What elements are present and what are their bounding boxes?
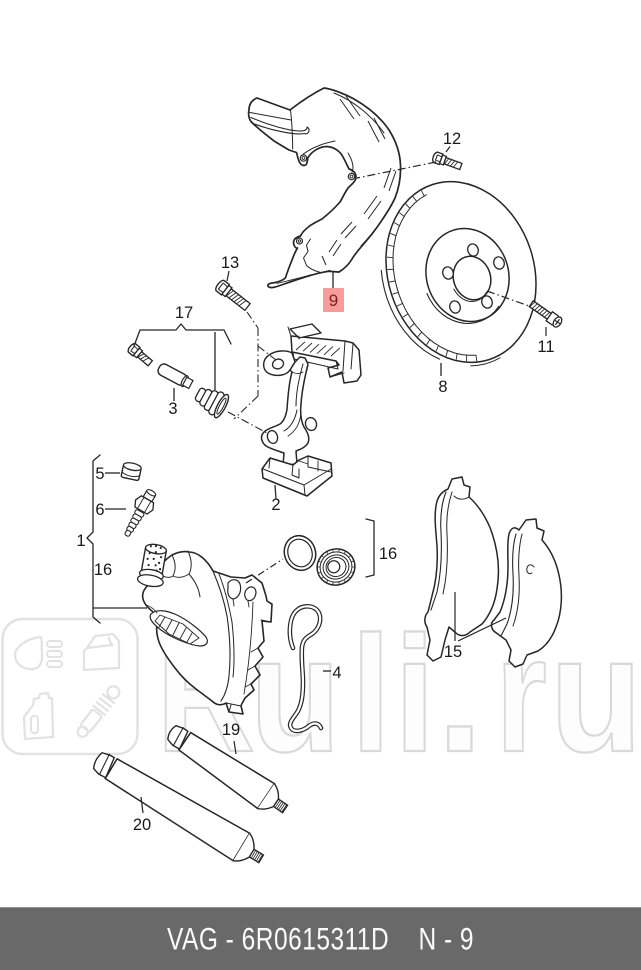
svg-text:13: 13: [221, 254, 239, 272]
svg-text:6: 6: [95, 501, 104, 519]
svg-text:8: 8: [438, 378, 447, 396]
svg-text:20: 20: [133, 816, 151, 834]
svg-text:u: u: [250, 603, 341, 787]
svg-text:2: 2: [271, 496, 280, 514]
svg-text:5: 5: [95, 465, 104, 483]
svg-text:1: 1: [76, 532, 85, 550]
svg-text:19: 19: [222, 721, 240, 739]
svg-text:16: 16: [94, 561, 112, 579]
svg-text:u: u: [550, 602, 641, 787]
svg-text:12: 12: [443, 130, 461, 148]
svg-text:17: 17: [175, 304, 193, 322]
svg-text:15: 15: [444, 643, 462, 661]
svg-text:11: 11: [537, 338, 554, 356]
svg-text:16: 16: [379, 545, 397, 563]
svg-text:4: 4: [332, 664, 341, 682]
svg-text:3: 3: [168, 400, 177, 418]
svg-text:l: l: [352, 603, 391, 787]
svg-text:9: 9: [329, 291, 338, 310]
